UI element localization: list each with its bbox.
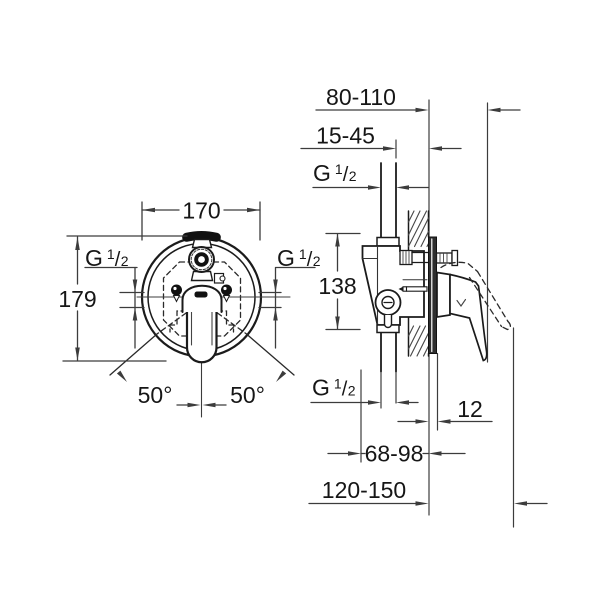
dim-projection-80-110: 80-110 (315, 84, 521, 113)
diverter-knob (188, 238, 215, 282)
dim-height-side-label: 138 (318, 273, 356, 299)
angle-right-label: 50° (230, 382, 265, 408)
pipes (376, 162, 400, 373)
dim-height-label: 179 (58, 286, 96, 312)
handle-slot (194, 291, 208, 298)
dim-reach-120-150: 120-150 (308, 477, 548, 506)
dim-projection-label: 80-110 (326, 84, 396, 110)
dim-plate-12: 12 (397, 396, 493, 424)
handle-raised-dashed (440, 261, 512, 331)
angle-dims-50: 50° 50° (116, 370, 287, 408)
lever-handle-front (181, 272, 226, 364)
dim-plate-label: 12 (457, 396, 483, 422)
wall-fixing-screw (398, 279, 428, 292)
handle-swing-diagonals (109, 307, 295, 376)
dim-depth-68-98: 68-98 (327, 441, 466, 467)
dim-recess-15-45: 15-45 (300, 123, 462, 151)
escutcheon-plate-side (428, 236, 437, 354)
fixing-screws (171, 284, 232, 303)
angle-left-label: 50° (138, 382, 173, 408)
handle-dome (182, 285, 222, 312)
shower-outlet-spigot (399, 249, 430, 266)
side-view: 80-110 15-45 G1/2 138 (300, 84, 548, 528)
lever-handle-side (436, 271, 488, 362)
dim-width-170: 170 (141, 198, 261, 241)
concealed-body-outline (162, 261, 242, 337)
dim-height-138: 138 (318, 232, 361, 331)
dim-depth-label: 68-98 (365, 441, 424, 467)
check-valve (374, 289, 402, 329)
dim-reach-label: 120-150 (322, 477, 406, 503)
shower-outlet-stub (435, 249, 459, 267)
dim-height-179: 179 (58, 235, 188, 362)
valve-body (361, 245, 430, 334)
top-marker (182, 231, 221, 242)
dim-width-label: 170 (182, 198, 220, 224)
dim-recess-label: 15-45 (316, 123, 375, 149)
